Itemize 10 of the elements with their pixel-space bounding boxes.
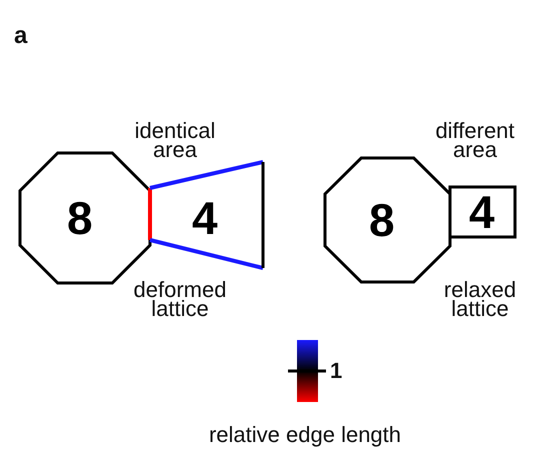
annotation-text: different area (434, 121, 516, 159)
panel-letter: a (14, 26, 28, 45)
ring-size-number: 8 (369, 197, 395, 243)
ring-size-number: 4 (469, 189, 495, 235)
ring-size-number: 8 (67, 195, 93, 241)
annotation-text: deformed lattice (132, 280, 228, 318)
colorbar-tick-label: 1 (330, 361, 344, 380)
annotation-text: relaxed lattice (442, 280, 518, 318)
ring-size-number: 4 (192, 195, 218, 241)
annotation-text: identical area (134, 121, 216, 159)
